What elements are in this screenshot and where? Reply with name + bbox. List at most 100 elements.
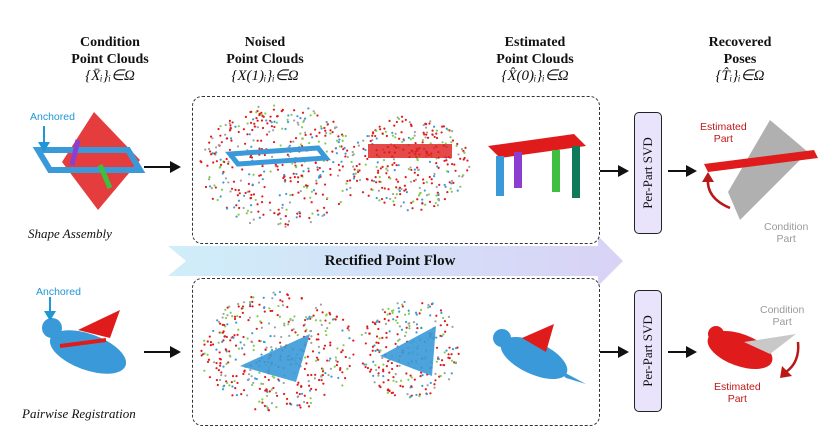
noise-point bbox=[357, 170, 360, 174]
noise-point bbox=[361, 191, 365, 194]
noise-point bbox=[252, 173, 255, 176]
arrow-out-svd-1 bbox=[668, 165, 697, 177]
noise-point bbox=[228, 384, 231, 387]
noise-point bbox=[337, 141, 340, 144]
noise-point bbox=[421, 384, 424, 387]
noise-point bbox=[273, 335, 276, 338]
noise-point bbox=[425, 131, 429, 134]
noise-point bbox=[415, 313, 418, 316]
noise-point bbox=[414, 178, 417, 181]
noise-point bbox=[246, 337, 249, 340]
noise-point bbox=[292, 172, 295, 175]
noise-point bbox=[206, 164, 209, 167]
noise-point bbox=[328, 359, 331, 362]
noise-point bbox=[237, 347, 241, 350]
noise-point bbox=[310, 387, 313, 390]
anchored-arrow-2 bbox=[44, 297, 56, 321]
noise-point bbox=[418, 393, 421, 396]
noise-point bbox=[223, 160, 226, 164]
noise-point bbox=[209, 135, 213, 138]
noise-point bbox=[247, 319, 250, 322]
noise-point bbox=[263, 153, 266, 157]
noise-point bbox=[332, 120, 335, 123]
noise-point bbox=[304, 356, 307, 359]
noise-point bbox=[304, 131, 307, 134]
noise-point bbox=[273, 125, 276, 129]
noise-point bbox=[396, 315, 399, 319]
noise-point bbox=[392, 379, 395, 382]
noise-point bbox=[321, 368, 325, 371]
noise-point bbox=[341, 329, 344, 332]
noise-point bbox=[401, 140, 404, 144]
noise-point bbox=[277, 378, 280, 381]
noise-point bbox=[398, 310, 401, 313]
noise-point bbox=[329, 313, 332, 316]
noise-point bbox=[335, 359, 338, 362]
noise-point bbox=[206, 340, 209, 343]
noise-point bbox=[296, 404, 299, 407]
noise-point bbox=[398, 186, 401, 189]
noise-point bbox=[375, 137, 378, 140]
noise-point bbox=[211, 197, 214, 200]
noise-point bbox=[331, 150, 334, 153]
noise-point bbox=[410, 168, 413, 172]
noise-point bbox=[405, 372, 408, 375]
noise-point bbox=[299, 143, 303, 146]
noise-point bbox=[236, 381, 239, 385]
noise-point bbox=[257, 105, 260, 108]
noise-point bbox=[259, 174, 262, 177]
noise-point bbox=[433, 383, 436, 386]
condition-cloud-chair bbox=[32, 112, 146, 210]
noise-point bbox=[409, 386, 412, 389]
noise-point bbox=[275, 406, 278, 409]
noise-point bbox=[208, 376, 212, 379]
noise-point bbox=[338, 169, 341, 172]
noise-point bbox=[407, 322, 410, 325]
noise-point bbox=[309, 133, 312, 136]
noise-point bbox=[406, 209, 409, 212]
noise-point bbox=[395, 380, 398, 383]
noise-point bbox=[261, 195, 264, 198]
noise-point bbox=[317, 140, 320, 143]
noise-point bbox=[273, 120, 276, 123]
noise-point bbox=[452, 181, 455, 185]
noise-point bbox=[218, 322, 222, 325]
noise-point bbox=[247, 182, 250, 186]
noise-point bbox=[334, 356, 337, 359]
noise-point bbox=[215, 367, 218, 370]
noise-point bbox=[329, 132, 332, 135]
noise-point bbox=[418, 395, 421, 398]
noise-point bbox=[391, 311, 394, 315]
noise-point bbox=[314, 319, 318, 322]
noise-point bbox=[237, 328, 240, 331]
noise-point bbox=[388, 312, 391, 315]
noise-point bbox=[391, 391, 395, 394]
noise-point bbox=[267, 322, 271, 325]
noise-point bbox=[347, 329, 351, 332]
noise-point bbox=[210, 153, 213, 156]
noise-point bbox=[208, 176, 211, 179]
noise-point bbox=[225, 362, 228, 365]
noise-point bbox=[238, 192, 241, 195]
noise-point bbox=[380, 197, 384, 201]
noise-point bbox=[466, 169, 469, 172]
noise-point bbox=[223, 323, 226, 327]
noise-point bbox=[231, 121, 234, 124]
noise-point bbox=[325, 131, 328, 135]
noise-point bbox=[421, 139, 425, 142]
noise-point bbox=[234, 188, 237, 191]
noise-point bbox=[219, 195, 222, 198]
noise-point bbox=[328, 321, 331, 325]
noise-point bbox=[230, 187, 234, 190]
noise-point bbox=[210, 187, 213, 190]
noise-point bbox=[344, 355, 347, 359]
noise-point bbox=[340, 351, 343, 354]
noise-point bbox=[397, 164, 400, 167]
noise-point bbox=[419, 375, 422, 378]
noise-point bbox=[345, 188, 348, 191]
noise-point bbox=[241, 168, 244, 171]
noise-point bbox=[450, 141, 453, 144]
noise-point bbox=[401, 305, 404, 308]
noise-point bbox=[309, 196, 312, 199]
noise-point bbox=[317, 345, 321, 348]
